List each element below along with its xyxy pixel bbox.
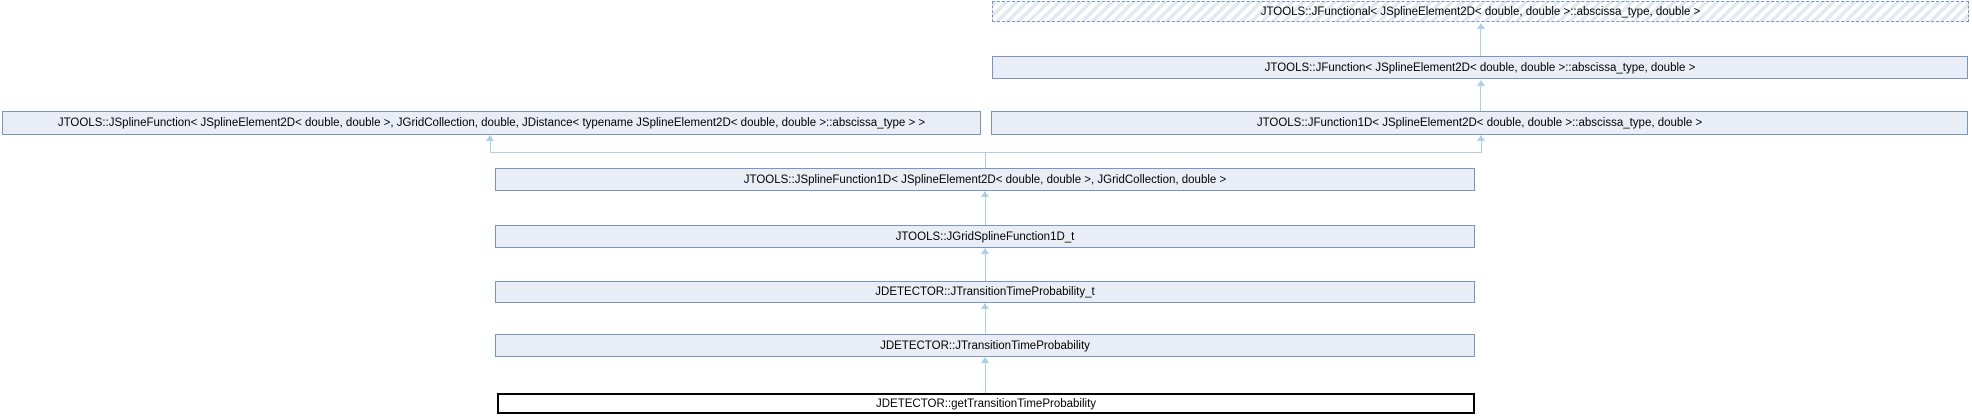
edge-jsplinefunction1d-to-jsplinefunction-arrowhead xyxy=(486,135,494,141)
edge-jsplinefunction1d-to-jfunction1d-arrowhead xyxy=(1477,135,1485,141)
node-gettransitiontimeprobability-current: JDETECTOR::getTransitionTimeProbability xyxy=(497,393,1475,414)
edge-jtransitiontimeprobability-line xyxy=(985,308,986,334)
edge-jgridsplinefunction1d-t-line xyxy=(985,196,986,225)
node-jfunction1d-label: JTOOLS::JFunction1D< JSplineElement2D< d… xyxy=(1256,117,1703,129)
edge-jgridsplinefunction1d-t-arrowhead xyxy=(981,191,989,197)
node-jsplinefunction-label: JTOOLS::JSplineFunction< JSplineElement2… xyxy=(57,117,926,129)
edge-jsplinefunction1d-stem-line xyxy=(985,152,986,168)
edge-jtransitiontimeprobability-arrowhead xyxy=(981,303,989,309)
edge-jfunction-to-jfunctional-line xyxy=(1480,28,1481,56)
edge-jfunction-to-jfunctional-arrowhead xyxy=(1477,23,1485,29)
node-jfunction1d[interactable]: JTOOLS::JFunction1D< JSplineElement2D< d… xyxy=(991,111,1968,135)
node-jtransitiontimeprobability-label: JDETECTOR::JTransitionTimeProbability xyxy=(880,339,1090,352)
node-jfunction[interactable]: JTOOLS::JFunction< JSplineElement2D< dou… xyxy=(992,56,1968,79)
node-jfunctional[interactable]: JTOOLS::JFunctional< JSplineElement2D< d… xyxy=(992,1,1969,22)
edge-gettransitiontimeprobability-line xyxy=(985,362,986,393)
edge-jtransitiontimeprobability-t-arrowhead xyxy=(981,248,989,254)
node-jsplinefunction1d[interactable]: JTOOLS::JSplineFunction1D< JSplineElemen… xyxy=(495,168,1475,191)
node-gettransitiontimeprobability-label: JDETECTOR::getTransitionTimeProbability xyxy=(875,397,1097,410)
edge-jfunction1d-to-jfunction-arrowhead xyxy=(1477,80,1485,86)
node-jsplinefunction[interactable]: JTOOLS::JSplineFunction< JSplineElement2… xyxy=(2,111,981,135)
edge-jtransitiontimeprobability-t-line xyxy=(985,253,986,281)
edge-jfunction1d-to-jfunction-line xyxy=(1480,85,1481,111)
node-jfunction-label: JTOOLS::JFunction< JSplineElement2D< dou… xyxy=(1264,61,1696,74)
node-jsplinefunction1d-label: JTOOLS::JSplineFunction1D< JSplineElemen… xyxy=(743,173,1227,186)
node-jtransitiontimeprobability[interactable]: JDETECTOR::JTransitionTimeProbability xyxy=(495,334,1475,357)
node-jgridsplinefunction1d-t[interactable]: JTOOLS::JGridSplineFunction1D_t xyxy=(495,225,1475,248)
node-jtransitiontimeprobability-t-label: JDETECTOR::JTransitionTimeProbability_t xyxy=(875,286,1095,298)
edge-gettransitiontimeprobability-arrowhead xyxy=(981,357,989,363)
node-jfunctional-label: JTOOLS::JFunctional< JSplineElement2D< d… xyxy=(1260,5,1701,18)
edge-jsplinefunction1d-to-jsplinefunction-line xyxy=(490,140,491,153)
edge-jsplinefunction1d-elbow-line xyxy=(490,152,1482,153)
node-jgridsplinefunction1d-t-label: JTOOLS::JGridSplineFunction1D_t xyxy=(895,230,1075,243)
node-jtransitiontimeprobability-t[interactable]: JDETECTOR::JTransitionTimeProbability_t xyxy=(495,281,1475,303)
edge-jsplinefunction1d-to-jfunction1d-line xyxy=(1481,140,1482,153)
